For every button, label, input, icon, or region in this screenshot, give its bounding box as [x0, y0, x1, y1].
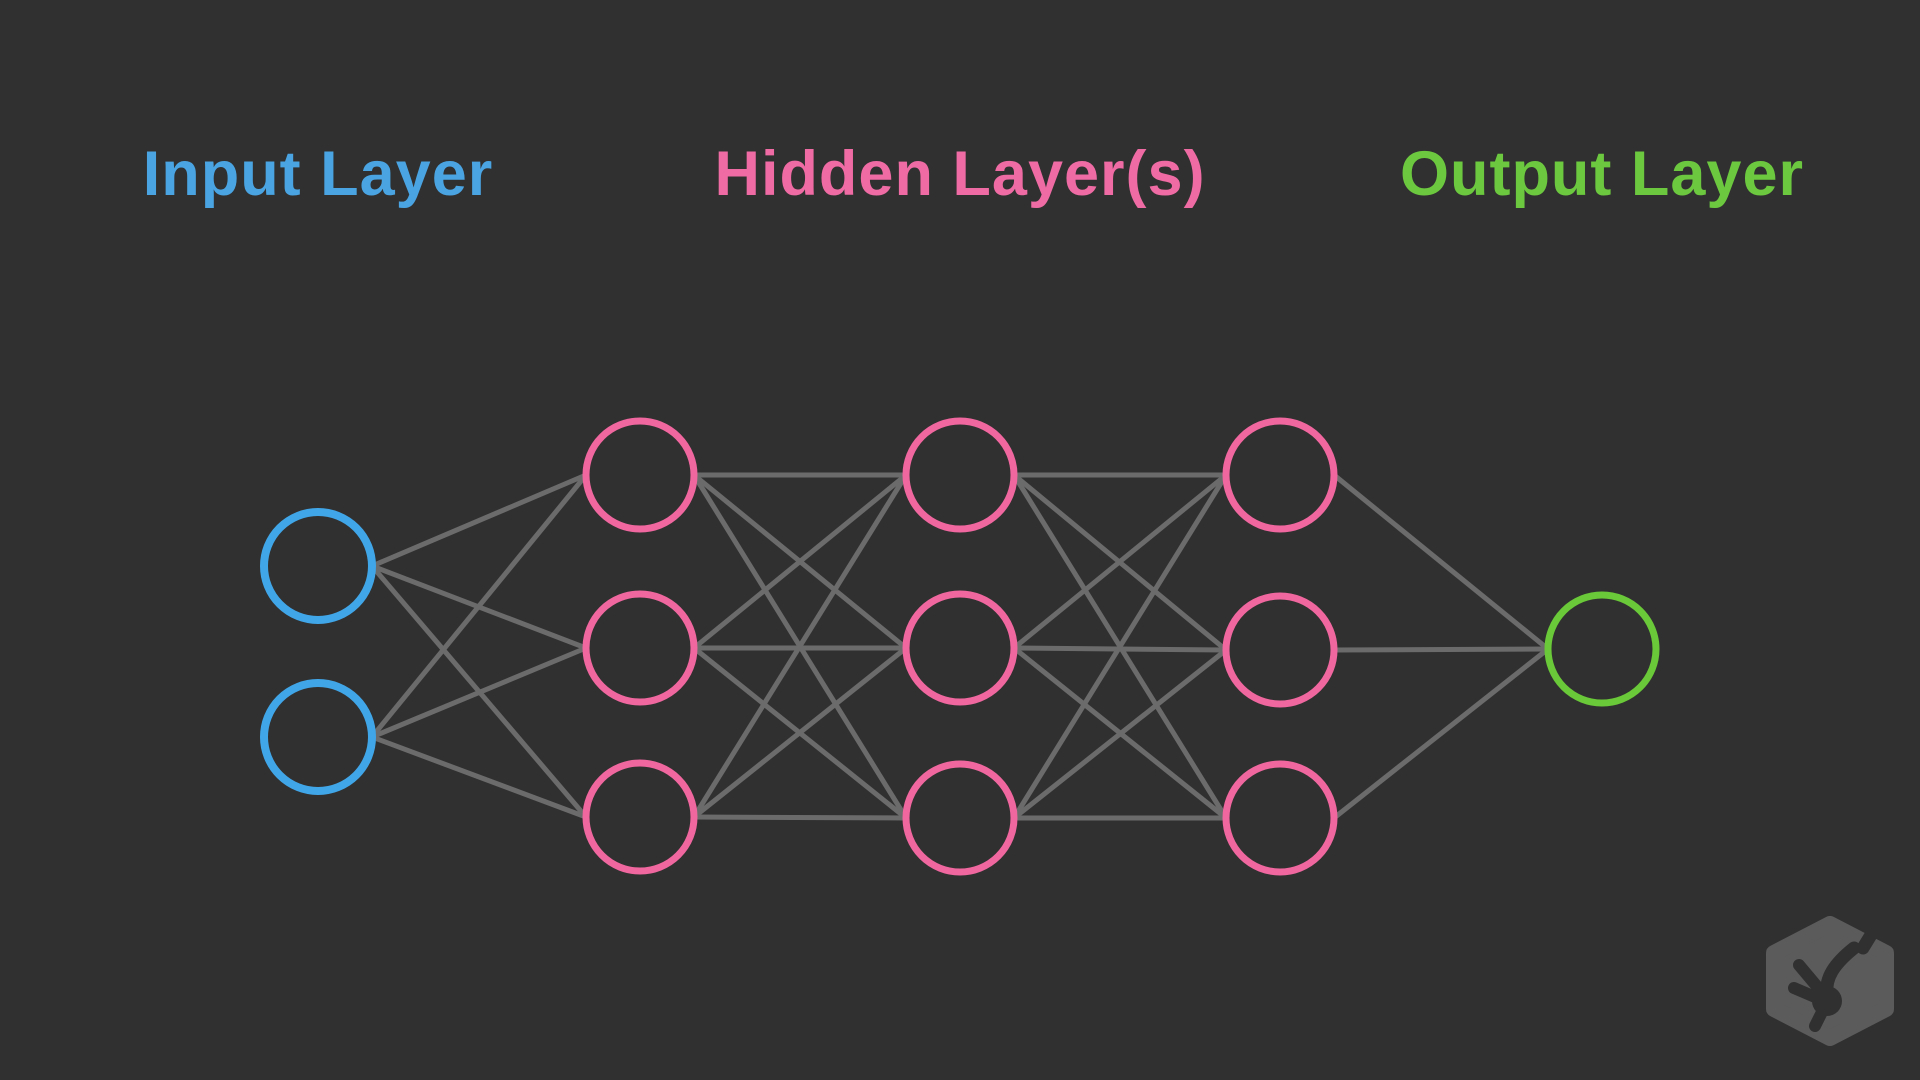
- edge-hidden-2-to-hidden-3: [1011, 472, 1229, 651]
- edge-hidden-1-to-hidden-2: [691, 814, 909, 821]
- hidden-2-node-3: [902, 760, 1018, 876]
- hidden-1-node-1: [582, 417, 698, 533]
- edge-hidden-1-to-hidden-2: [691, 472, 909, 651]
- hidden-3-node-3: [1222, 760, 1338, 876]
- treehouse-logo: [1766, 916, 1894, 1046]
- edge-hidden-1-to-hidden-2: [691, 472, 909, 820]
- hidden-1-node-2: [582, 590, 698, 706]
- node-circles: [260, 417, 1660, 876]
- edge-input-to-hidden-1: [369, 645, 589, 740]
- edge-hidden-1-to-hidden-2: [691, 645, 909, 820]
- output-layer-title: Output Layer: [1399, 139, 1805, 209]
- input-node-1: [260, 508, 376, 624]
- edge-input-to-hidden-1: [369, 472, 589, 569]
- hidden-2-node-2: [902, 590, 1018, 706]
- edge-hidden-2-to-hidden-3: [1011, 472, 1229, 821]
- edge-hidden-3-to-output: [1331, 472, 1551, 652]
- output-node-1: [1544, 591, 1660, 707]
- input-node-2: [260, 679, 376, 795]
- edge-hidden-3-to-output: [1331, 646, 1551, 821]
- input-layer-title: Input Layer: [142, 139, 494, 209]
- edge-input-to-hidden-1: [369, 734, 589, 820]
- edge-input-to-hidden-1: [369, 472, 589, 740]
- hidden-3-node-2: [1222, 592, 1338, 708]
- edge-hidden-3-to-output: [1331, 646, 1551, 653]
- hidden-layer-title: Hidden Layer(s): [714, 139, 1206, 209]
- hidden-1-node-3: [582, 759, 698, 875]
- edge-lines: [369, 472, 1551, 821]
- hidden-3-node-1: [1222, 417, 1338, 533]
- hidden-2-node-1: [902, 417, 1018, 533]
- edge-hidden-2-to-hidden-3: [1011, 647, 1229, 821]
- logo-footprint-cutout: [1788, 923, 1881, 1032]
